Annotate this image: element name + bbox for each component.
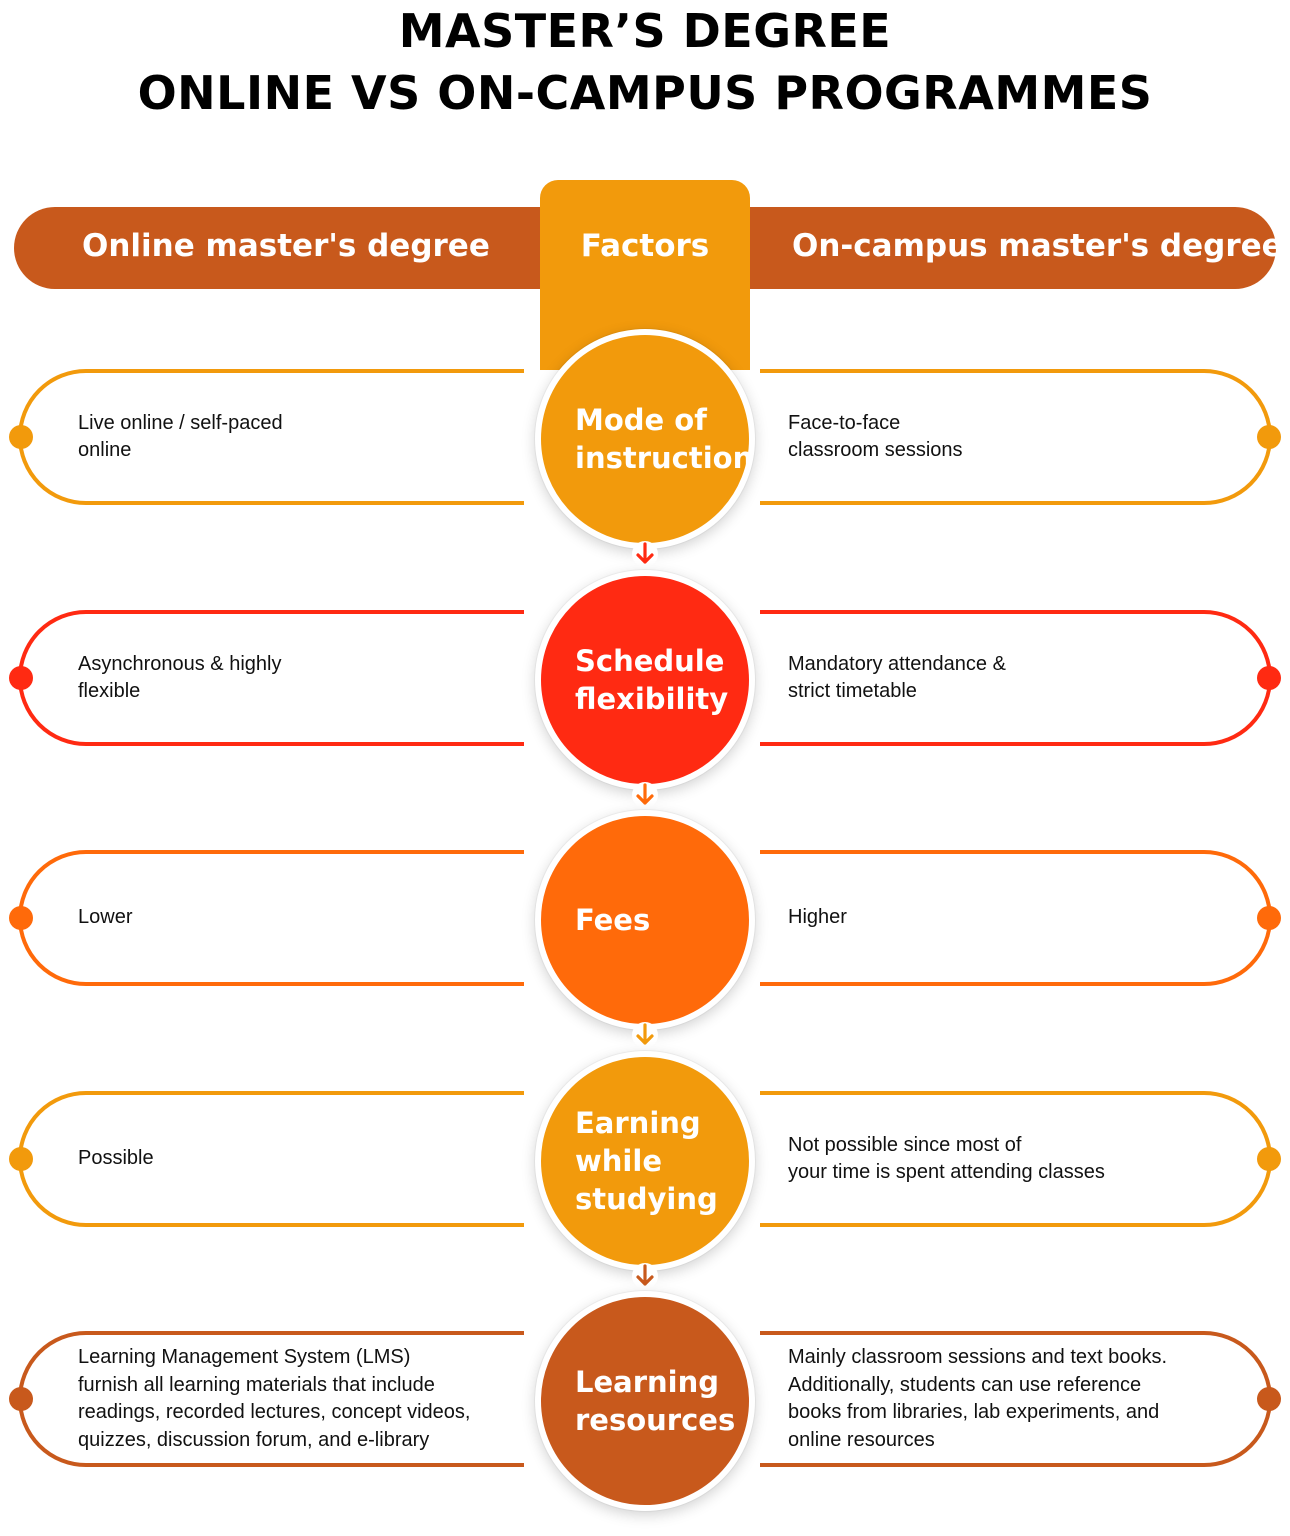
campus-cell-text: Mandatory attendance & strict timetable — [788, 652, 1006, 703]
factor-label: Schedule flexibility — [575, 644, 729, 716]
campus-cell-text: Higher — [788, 906, 847, 929]
campus-cell-text: Mainly classroom sessions and text books… — [788, 1346, 1168, 1451]
right-dot-icon — [1257, 425, 1281, 449]
left-dot-icon — [9, 425, 33, 449]
right-dot-icon — [1257, 1387, 1281, 1411]
campus-cell-text: Not possible since most of your time is … — [788, 1133, 1105, 1184]
online-cell-text: Lower — [78, 906, 133, 929]
campus-cell-text: Face-to-face classroom sessions — [788, 411, 963, 462]
campus-column-header: On-campus master's degree — [792, 228, 1283, 264]
left-dot-icon — [9, 1387, 33, 1411]
factor-circle: Earning while studying — [535, 1051, 755, 1271]
left-dot-icon — [9, 1147, 33, 1171]
left-dot-icon — [9, 666, 33, 690]
right-dot-icon — [1257, 666, 1281, 690]
online-cell-text: Possible — [78, 1147, 154, 1170]
factor-circle: Learning resources — [535, 1291, 755, 1511]
online-column-header: Online master's degree — [82, 228, 490, 264]
factor-circle: Fees — [535, 810, 755, 1030]
factors-column-header: Factors — [580, 228, 710, 264]
factor-circle: Mode of instruction — [535, 329, 755, 549]
factor-circle: Schedule flexibility — [535, 570, 755, 790]
factor-label: Mode of instruction — [575, 403, 754, 475]
right-dot-icon — [1257, 1147, 1281, 1171]
factor-label: Earning while studying — [575, 1106, 718, 1216]
down-arrow-icon — [632, 541, 658, 567]
factor-label: Fees — [575, 903, 651, 937]
right-dot-icon — [1257, 906, 1281, 930]
online-cell-text: Live online / self-paced online — [78, 411, 283, 462]
left-dot-icon — [9, 906, 33, 930]
down-arrow-icon — [632, 782, 658, 808]
online-cell-text: Asynchronous & highly flexible — [78, 652, 282, 703]
factor-label: Learning resources — [575, 1365, 736, 1437]
title-line-2: ONLINE VS ON-CAMPUS PROGRAMMES — [137, 66, 1153, 120]
online-cell-text: Learning Management System (LMS) furnish… — [78, 1346, 471, 1451]
down-arrow-icon — [632, 1263, 658, 1289]
title-line-1: MASTER’S DEGREE — [398, 4, 892, 58]
down-arrow-icon — [632, 1022, 658, 1048]
